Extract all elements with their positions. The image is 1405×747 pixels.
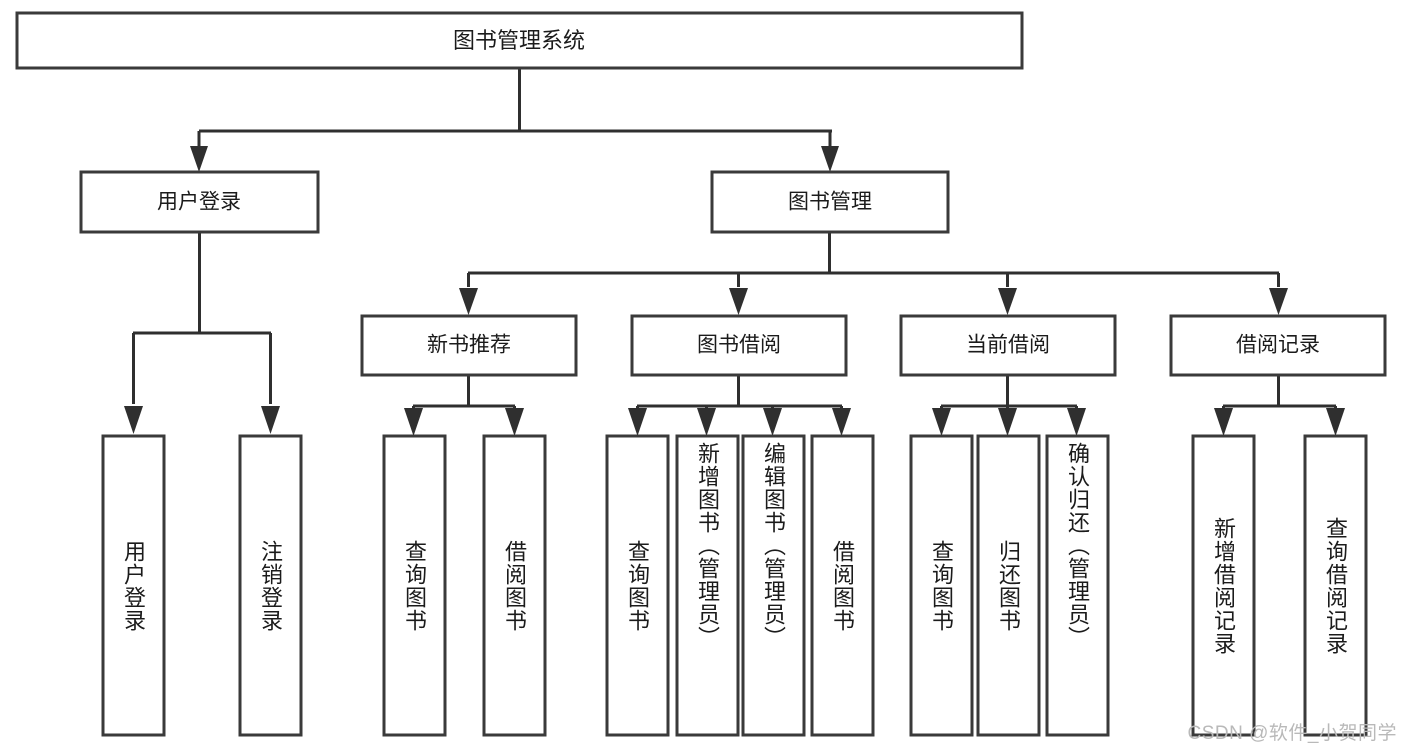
- node-newbook-label: 新书推荐: [427, 334, 511, 357]
- leaf-box-query-record[interactable]: [1303, 434, 1368, 737]
- arrow-to-record: [1269, 288, 1288, 315]
- node-login[interactable]: 用户登录: [79, 170, 320, 234]
- arrow-to-leaf-query-book-borrow: [628, 408, 647, 436]
- arrow-to-leaf-add-book: [697, 408, 716, 436]
- leaf-box-query-book-new[interactable]: [382, 434, 447, 737]
- node-newbook[interactable]: 新书推荐: [360, 314, 578, 377]
- arrow-to-newbook: [459, 288, 478, 315]
- arrow-to-leaf-confirm-return: [1067, 408, 1086, 436]
- arrow-to-leaf-return-book: [998, 408, 1017, 436]
- node-borrow[interactable]: 图书借阅: [630, 314, 848, 377]
- arrow-to-leaf-query-record: [1326, 408, 1345, 436]
- node-record[interactable]: 借阅记录: [1169, 314, 1387, 377]
- node-current-label: 当前借阅: [966, 334, 1050, 357]
- leaf-box-add-book[interactable]: [675, 434, 740, 737]
- arrow-to-current: [998, 288, 1017, 315]
- arrow-to-leaf-query-book-new: [404, 408, 423, 436]
- connector-group: [124, 68, 1345, 436]
- arrow-to-borrow: [729, 288, 748, 315]
- leaf-box-add-record[interactable]: [1191, 434, 1256, 737]
- leaf-box-edit-book[interactable]: [741, 434, 806, 737]
- leaf-box-group: [101, 434, 1368, 737]
- leaf-box-user-login[interactable]: [101, 434, 166, 737]
- leaf-box-logout[interactable]: [238, 434, 303, 737]
- arrow-to-leaf-borrow-book-new: [505, 408, 524, 436]
- leaf-box-query-book-borrow[interactable]: [605, 434, 670, 737]
- node-root-label: 图书管理系统: [453, 28, 585, 53]
- arrow-to-leaf-edit-book: [763, 408, 782, 436]
- leaf-box-return-book[interactable]: [976, 434, 1041, 737]
- node-bookmgmt[interactable]: 图书管理: [710, 170, 950, 234]
- arrow-to-leaf-borrow-book: [832, 408, 851, 436]
- watermark-text: CSDN @软件_小贺同学: [1187, 723, 1397, 744]
- leaf-box-borrow-book-new[interactable]: [482, 434, 547, 737]
- leaf-box-query-book-current[interactable]: [909, 434, 974, 737]
- arrow-to-bookmgmt: [821, 146, 839, 172]
- node-current[interactable]: 当前借阅: [899, 314, 1117, 377]
- arrow-to-login: [190, 146, 208, 172]
- node-bookmgmt-label: 图书管理: [788, 191, 872, 214]
- leaf-box-borrow-book[interactable]: [810, 434, 875, 737]
- node-login-label: 用户登录: [157, 191, 241, 214]
- arrow-to-leaf-user-login: [124, 406, 143, 434]
- node-borrow-label: 图书借阅: [697, 334, 781, 357]
- node-root[interactable]: 图书管理系统: [15, 11, 1024, 70]
- node-record-label: 借阅记录: [1236, 334, 1320, 357]
- arrow-to-leaf-add-record: [1214, 408, 1233, 436]
- arrow-to-leaf-logout: [261, 406, 280, 434]
- arrow-to-leaf-query-book-current: [932, 408, 951, 436]
- leaf-box-confirm-return[interactable]: [1045, 434, 1110, 737]
